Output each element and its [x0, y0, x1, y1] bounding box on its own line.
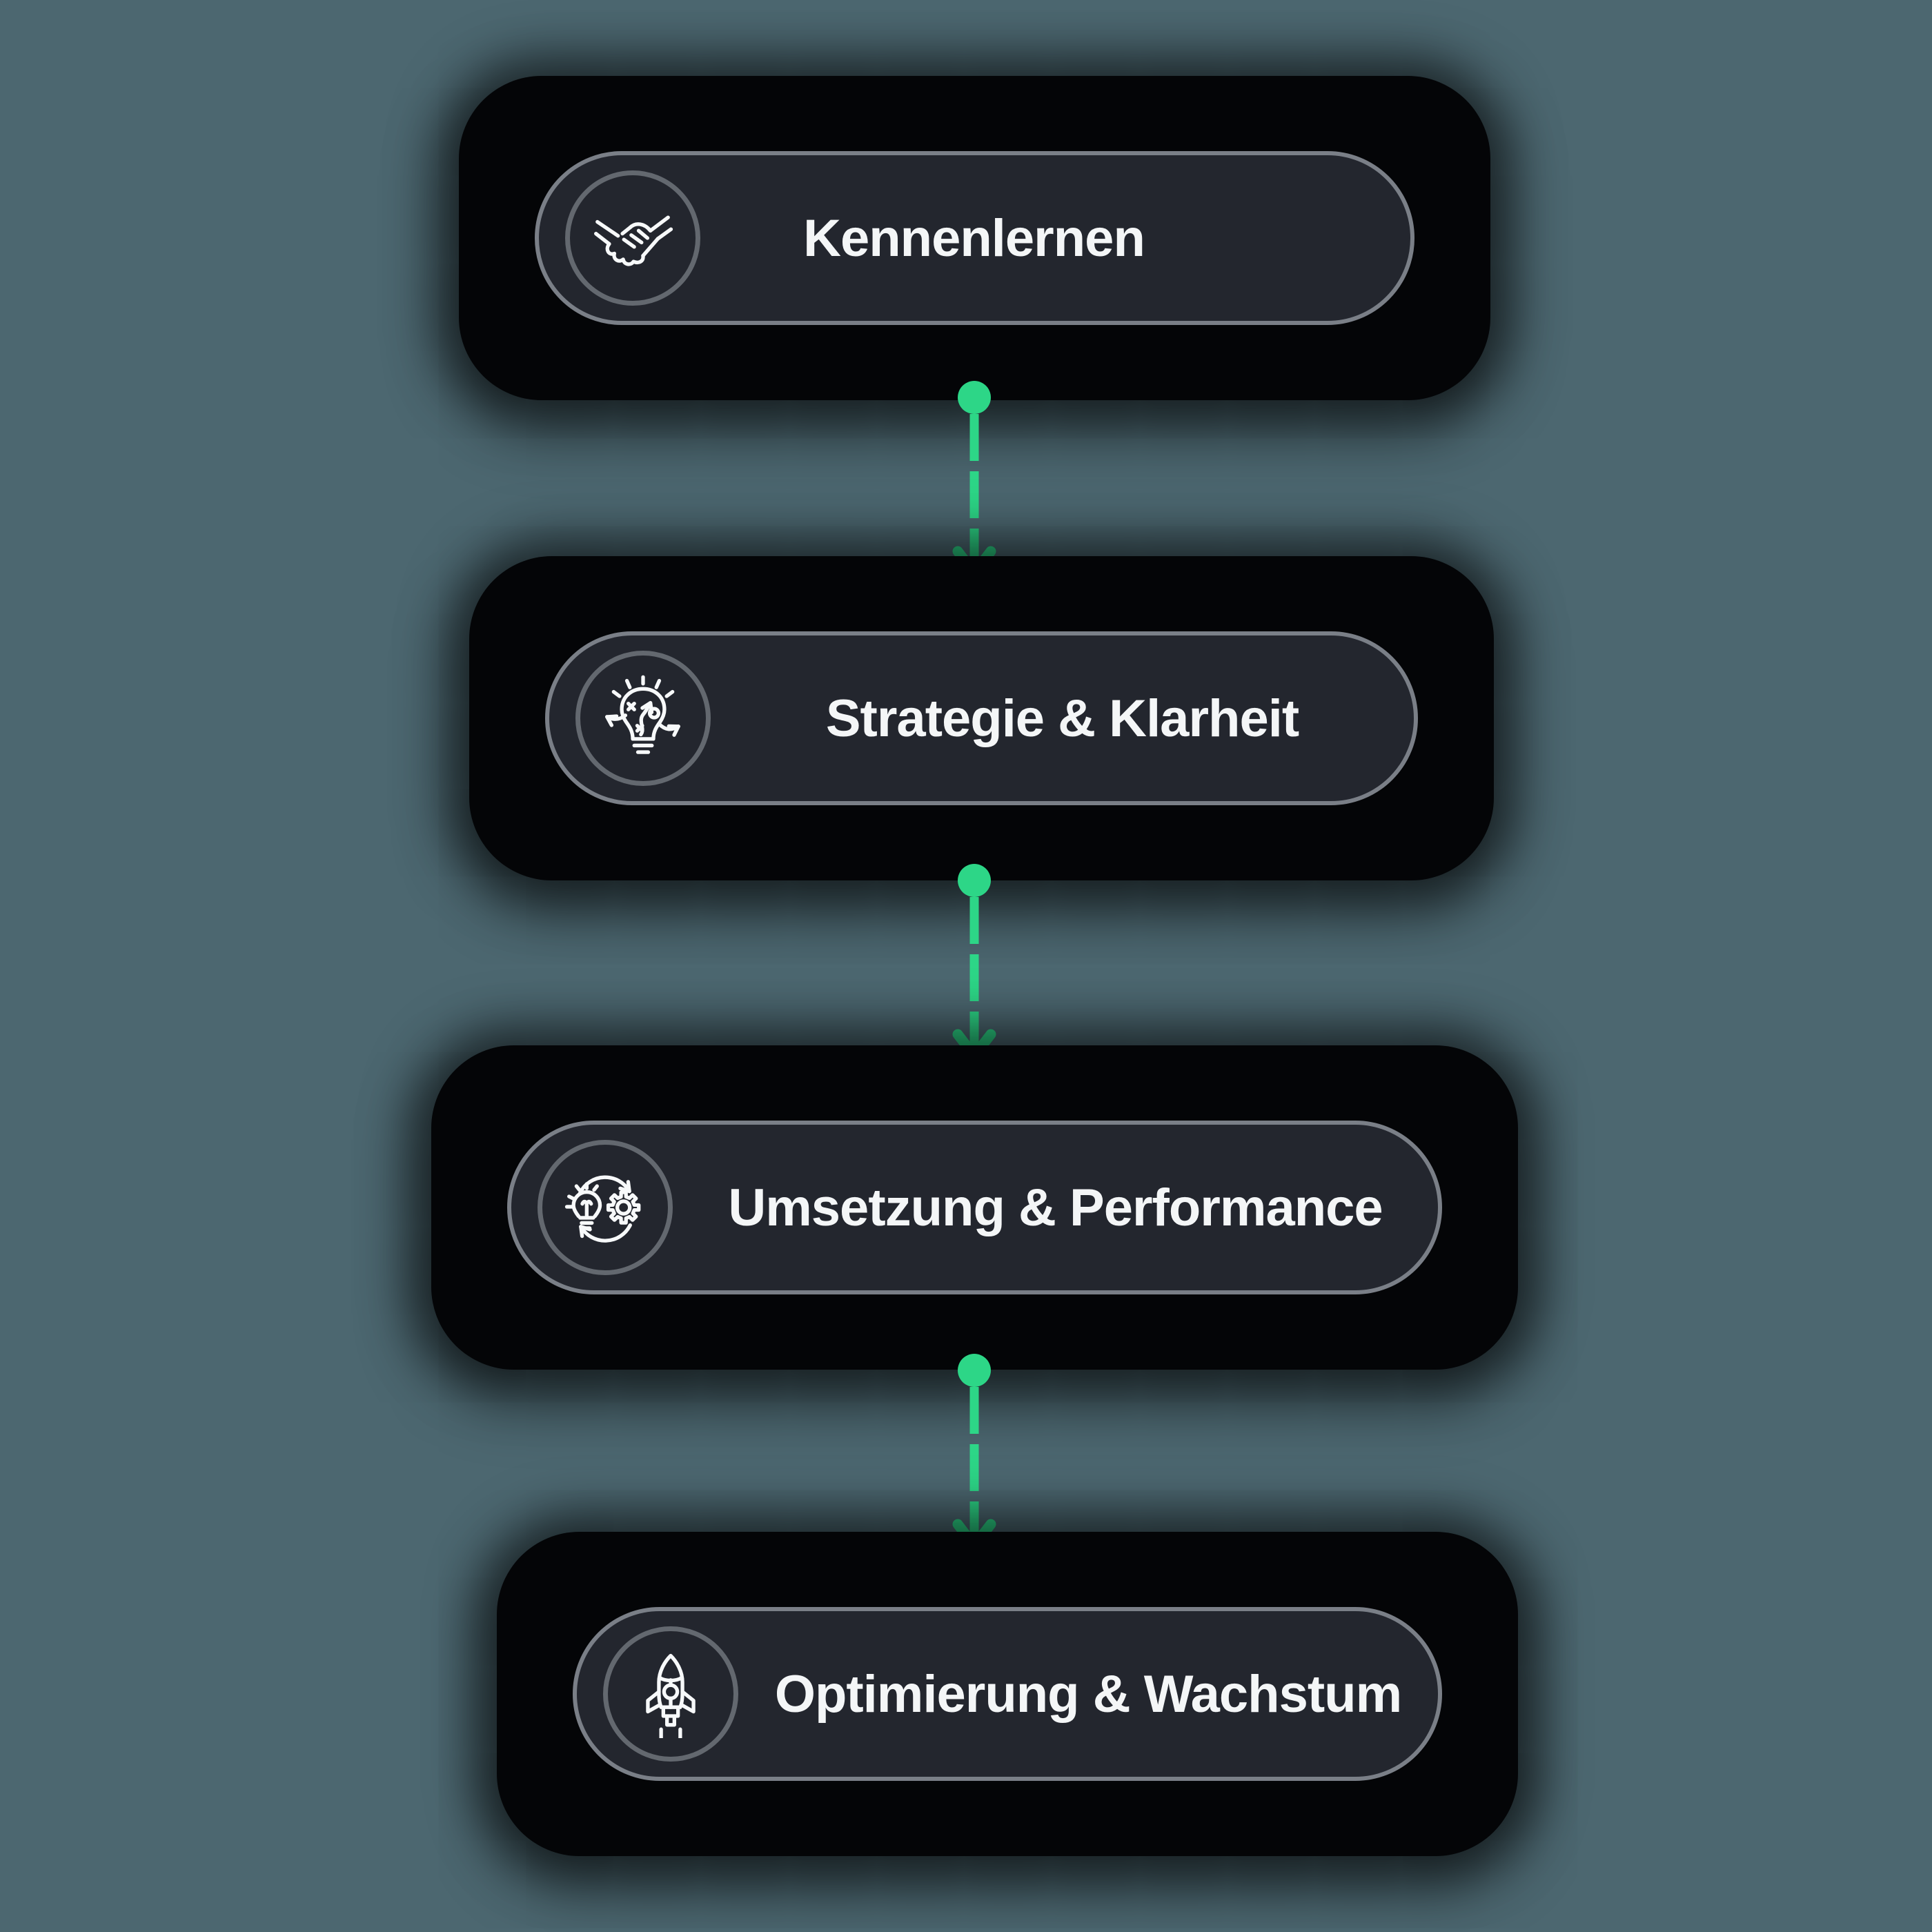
arrow-origin-dot	[958, 1354, 991, 1387]
step-pill-2: Strategie & Klarheit	[545, 631, 1418, 805]
strategy-lightbulb-icon	[605, 675, 680, 754]
rocket-icon	[603, 1626, 738, 1762]
step-card-3: Umsetzung & Performance	[431, 1045, 1518, 1370]
strategy-lightbulb-icon	[575, 651, 711, 786]
step-pill-4: Optimierung & Wachstum	[573, 1607, 1442, 1781]
arrow-origin-dot	[958, 381, 991, 414]
step-label: Optimierung & Wachstum	[774, 1664, 1402, 1724]
handshake-icon	[565, 170, 700, 306]
idea-gear-cycle-icon	[538, 1140, 673, 1275]
step-card-1: Kennenlernen	[459, 76, 1490, 400]
handshake-icon	[594, 215, 673, 266]
step-label: Kennenlernen	[803, 208, 1145, 268]
idea-gear-cycle-icon	[564, 1175, 641, 1243]
step-card-2: Strategie & Klarheit	[469, 556, 1494, 880]
step-pill-3: Umsetzung & Performance	[507, 1121, 1442, 1294]
arrow-origin-dot	[958, 864, 991, 897]
step-card-4: Optimierung & Wachstum	[497, 1532, 1518, 1856]
step-label: Umsetzung & Performance	[728, 1178, 1383, 1237]
flow-arrow-down-2	[952, 864, 996, 1061]
step-pill-1: Kennenlernen	[535, 151, 1414, 325]
step-label: Strategie & Klarheit	[825, 689, 1299, 748]
rocket-icon	[646, 1653, 696, 1738]
